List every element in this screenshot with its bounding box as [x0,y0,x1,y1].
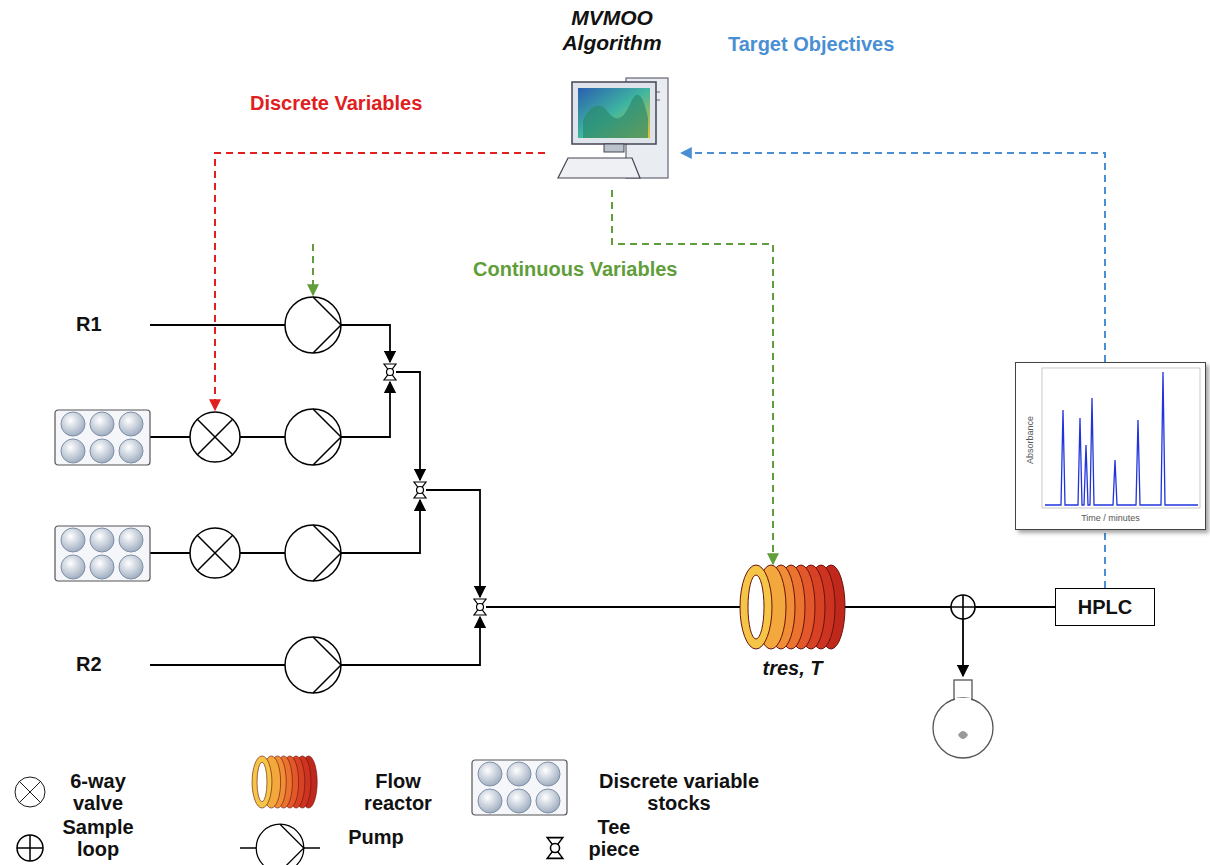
hplc-box: HPLC [1055,588,1155,626]
legend-text: Sample loop [62,816,133,860]
stock-plate [55,410,150,465]
drawing-part [1045,372,1198,505]
drawing-part [951,595,975,619]
drawing-part [547,838,563,859]
drawing-part [341,617,480,665]
drawing-part [341,325,390,362]
drawing-part [252,756,317,808]
computer-icon [558,78,668,178]
legend-entry: Tee piece [578,816,650,860]
node-text: HPLC [1078,596,1132,619]
reagent-label: R1 [76,313,102,336]
signal-label: Discrete Variables [250,92,422,115]
drawing-part [572,82,656,144]
sample-loop-sample [17,835,43,861]
process-line [150,325,1055,676]
legend-text: Tee piece [588,816,639,860]
six-way-valve [190,528,240,578]
node-text: MVMOO Algorithm [545,5,679,190]
drawing-part [150,436,190,438]
drawing-part [15,777,45,807]
drawing-part [341,500,420,553]
drawing-part [150,552,190,554]
drawing-part [975,606,1055,608]
signal-connector [612,190,773,564]
drawing-part [951,595,975,619]
drawing-part [958,731,968,739]
legend-entry: Discrete variable stocks [598,770,760,814]
drawing-part [583,95,648,138]
connector-label: Continuous Variables [470,258,680,281]
chromatogram-panel: AbsorbanceTime / minutes [1015,362,1206,530]
tee-piece [384,364,396,380]
drawing-part [933,698,993,758]
computer-node: MVMOO Algorithm [545,5,679,190]
drawing-part [150,324,285,326]
drawing-part [396,372,420,480]
drawing-part [547,838,563,859]
signal-connector [1104,530,1106,588]
reagent-label: R2 [76,653,102,676]
legend-text: 6-way valve [70,770,126,814]
drawing-part [240,436,285,438]
flow-reactor [740,565,845,649]
drawing-part [17,835,43,861]
drawing-part [256,824,304,865]
legend-entry: Pump [336,826,416,848]
axis-label: Time / minutes [1016,513,1205,523]
drawing-part [558,158,640,178]
legend-text: Flow reactor [364,770,432,814]
drawing-part [486,606,742,608]
drawing-part [15,777,45,807]
six-way-valve [190,412,240,462]
drawing-part [845,606,951,608]
legend-text: Discrete variable stocks [599,770,759,814]
drawing-part [17,835,43,861]
drawing-part [1042,368,1200,508]
tee-piece [414,482,426,498]
pump-symbol [285,525,341,581]
drawing-part [426,490,480,597]
reactor-node: tres, T [735,562,850,680]
pump-symbol [285,637,341,693]
drawing-part [256,824,304,865]
drawing-part [955,698,971,706]
drawing-part [150,664,285,666]
node-text: tres, T [762,657,822,680]
legend-entry: Flow reactor [352,770,444,814]
pump-symbol [285,409,341,465]
legend-symbols [15,756,567,865]
drawing-part [962,619,964,676]
stock-plate [55,526,150,581]
sample-loop [951,595,975,619]
chromatogram-trace [1042,368,1200,508]
drawing-part [604,144,624,152]
drawing-part [472,760,567,815]
axis-label: Absorbance [1025,416,1035,464]
connector-label: Target Objectives [725,33,897,56]
signal-connector [681,153,1105,362]
pump-symbol [285,297,341,353]
tee-piece [474,599,486,615]
legend-text: Pump [348,826,404,848]
drawing-part [252,756,317,808]
drawing-part [341,382,390,437]
discrete-signal-line [215,153,545,410]
continuous-signal-branch [312,244,314,295]
collection-flask [933,680,993,758]
drawing-part [240,552,285,554]
drawing-part [578,88,650,138]
legend-entry: 6-way valve [52,770,144,814]
legend-entry: Sample loop [52,816,144,860]
